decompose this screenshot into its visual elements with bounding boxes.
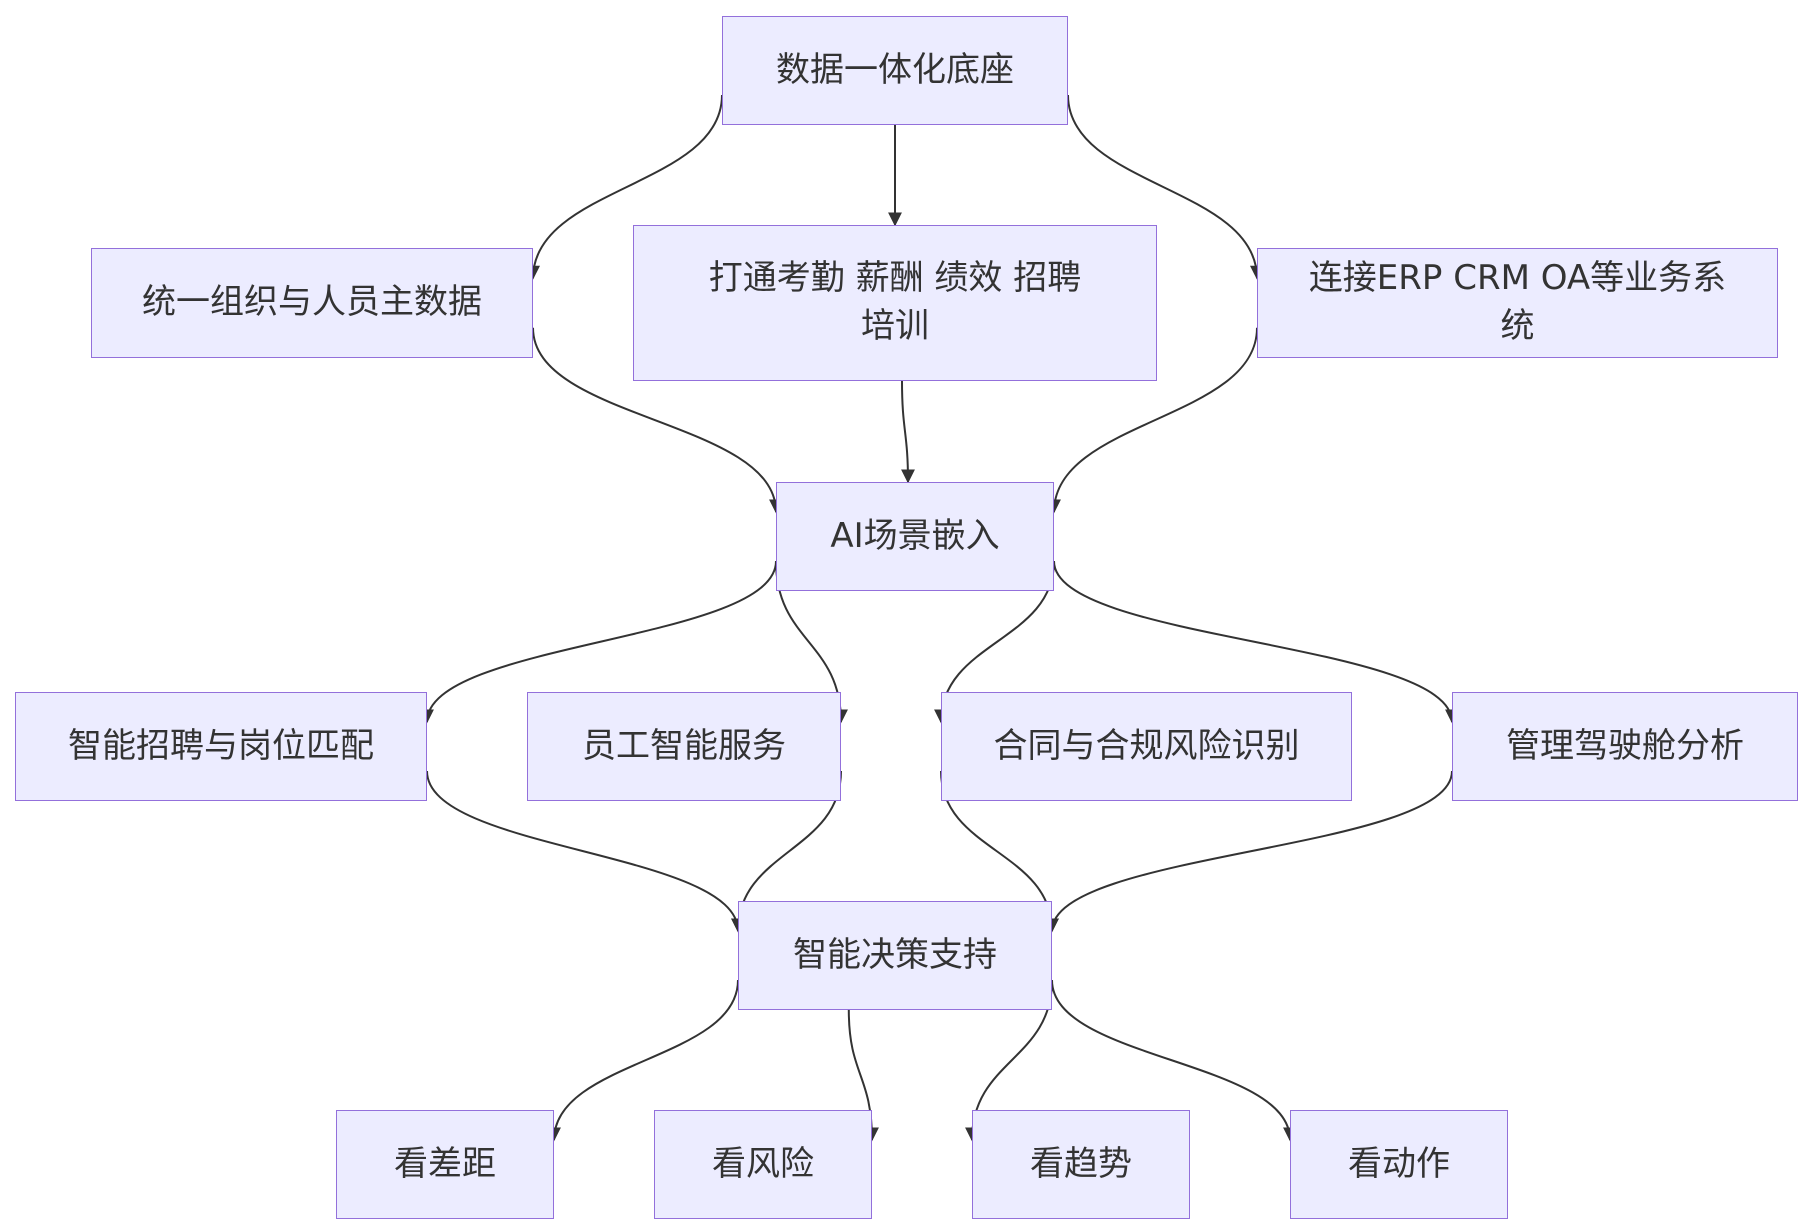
node-label: 管理驾驶舱分析 [1506, 725, 1744, 766]
node-data-integration-base: 数据一体化底座 [722, 16, 1068, 125]
edge-smart_recruit-to-decision [426, 770, 745, 933]
edge-master_data-to-ai_embed [532, 327, 783, 514]
node-label: 看动作 [1348, 1143, 1450, 1184]
node-label: 连接ERP CRM OA等业务系统 [1308, 258, 1727, 346]
node-view-trend: 看趋势 [972, 1110, 1190, 1219]
node-ai-scenario-embedding: AI场景嵌入 [776, 482, 1054, 591]
node-management-cockpit: 管理驾驶舱分析 [1452, 692, 1798, 801]
node-label: 智能决策支持 [793, 934, 997, 975]
node-label: 看差距 [394, 1143, 496, 1184]
edge-decision-to-gap [547, 979, 739, 1142]
node-label: 员工智能服务 [582, 725, 786, 766]
node-employee-smart-service: 员工智能服务 [527, 692, 841, 801]
node-label: 看风险 [712, 1143, 814, 1184]
node-view-action: 看动作 [1290, 1110, 1508, 1219]
node-label: AI场景嵌入 [830, 515, 1000, 556]
node-label: 打通考勤 薪酬 绩效 招聘 培训 [708, 258, 1082, 346]
node-label: 合同与合规风险识别 [993, 725, 1300, 766]
node-smart-decision-support: 智能决策支持 [738, 901, 1052, 1010]
edge-integrate_hr-to-ai_embed [900, 380, 915, 484]
edge-base-to-connect_sys [1067, 94, 1264, 280]
node-label: 看趋势 [1030, 1143, 1132, 1184]
edge-cockpit-to-decision [1045, 770, 1453, 933]
node-contract-compliance-risk: 合同与合规风险识别 [941, 692, 1352, 801]
node-integrate-hr-modules: 打通考勤 薪酬 绩效 招聘 培训 [633, 225, 1157, 381]
edge-ai_embed-to-cockpit [1053, 560, 1459, 724]
node-label: 数据一体化底座 [776, 49, 1014, 90]
edge-connect_sys-to-ai_embed [1047, 327, 1258, 514]
edge-decision-to-action [1051, 979, 1297, 1142]
edge-base-to-master_data [526, 94, 723, 280]
node-view-gap: 看差距 [336, 1110, 554, 1219]
node-connect-business-systems: 连接ERP CRM OA等业务系统 [1257, 248, 1778, 358]
edge-ai_embed-to-smart_recruit [420, 560, 777, 724]
node-view-risk: 看风险 [654, 1110, 872, 1219]
node-smart-recruitment: 智能招聘与岗位匹配 [15, 692, 427, 801]
node-unified-master-data: 统一组织与人员主数据 [91, 248, 533, 358]
node-label: 统一组织与人员主数据 [142, 282, 482, 323]
node-label: 智能招聘与岗位匹配 [68, 725, 374, 766]
